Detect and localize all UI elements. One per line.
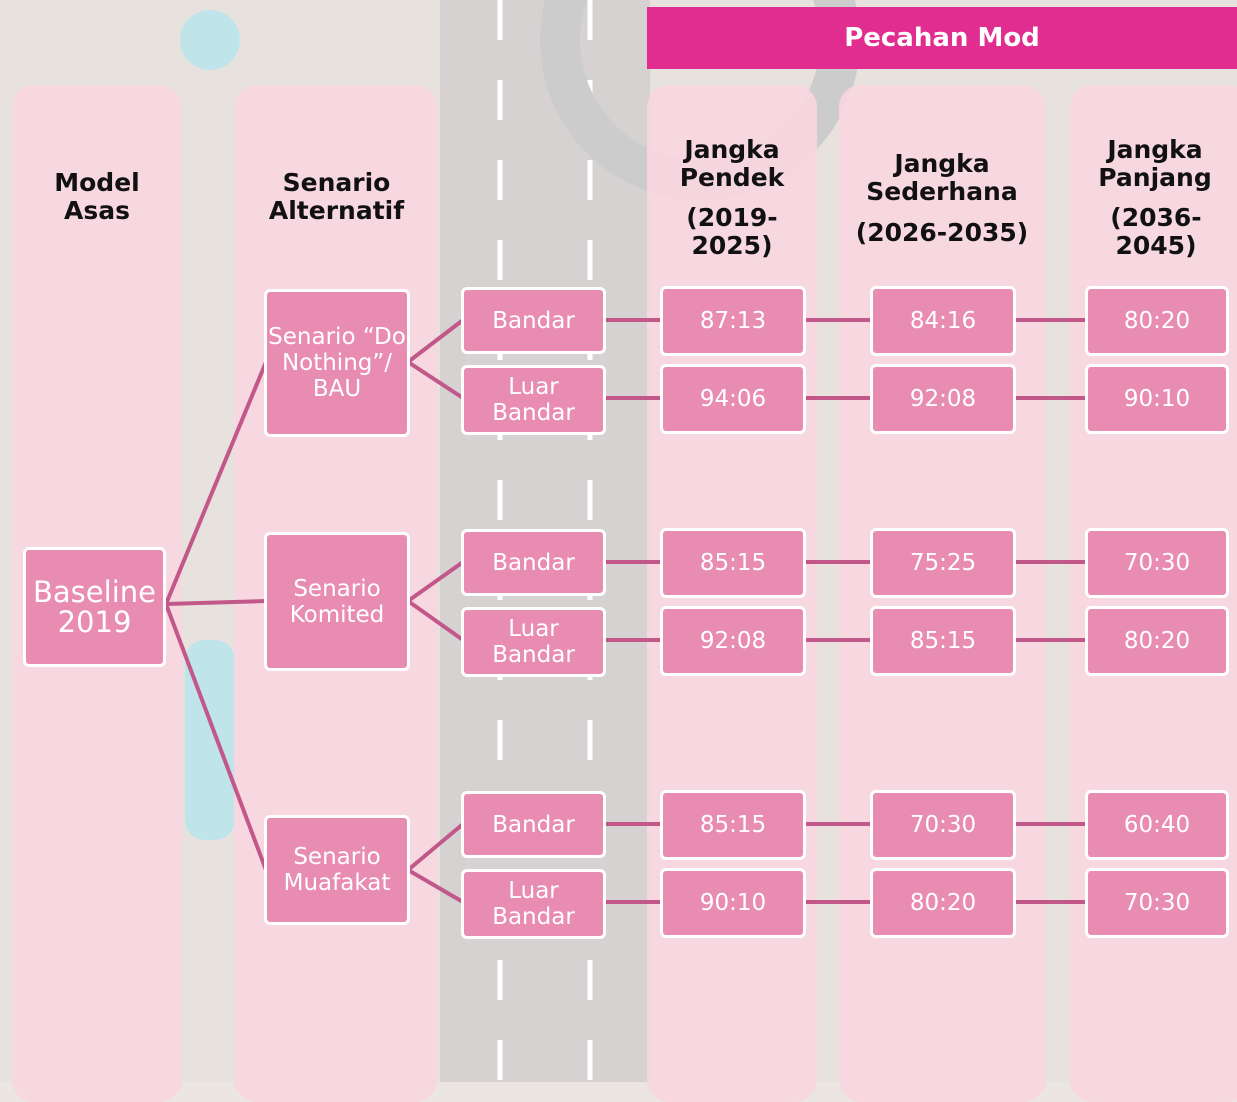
value-box-sederhana: 75:25 (870, 528, 1016, 598)
area-box: Luar Bandar (461, 365, 606, 435)
value-label: 70:30 (909, 812, 977, 838)
value-label: 84:16 (909, 308, 977, 334)
header-model-asas: Model Asas (54, 168, 140, 225)
value-label: 70:30 (1123, 550, 1191, 576)
value-label: 90:10 (1123, 386, 1191, 412)
value-label: 85:15 (699, 550, 767, 576)
area-label: Bandar (492, 307, 575, 334)
years-jangka-sederhana: (2026-2035) (855, 218, 1029, 247)
value-label: 85:15 (699, 812, 767, 838)
value-box-pendek: 85:15 (660, 528, 806, 598)
scenario-label: Senario Muafakat (283, 844, 391, 896)
area-label: Bandar (492, 549, 575, 576)
value-box-sederhana: 70:30 (870, 790, 1016, 860)
pecahan-mod-banner: Pecahan Mod (647, 7, 1237, 69)
value-box-panjang: 80:20 (1085, 286, 1229, 356)
area-box: Luar Bandar (461, 607, 606, 677)
value-label: 60:40 (1123, 812, 1191, 838)
area-label: Bandar (492, 811, 575, 838)
scenario-muafakat: Senario Muafakat (264, 815, 410, 925)
value-box-sederhana: 85:15 (870, 606, 1016, 676)
value-label: 87:13 (699, 308, 767, 334)
value-label: 70:30 (1123, 890, 1191, 916)
value-box-panjang: 60:40 (1085, 790, 1229, 860)
header-jangka-sederhana: Jangka Sederhana (866, 149, 1018, 206)
value-label: 94:06 (699, 386, 767, 412)
area-box: Bandar (461, 791, 606, 858)
scenario-label: Senario “Do Nothing”/ BAU (268, 324, 406, 402)
value-box-pendek: 87:13 (660, 286, 806, 356)
value-box-pendek: 85:15 (660, 790, 806, 860)
value-box-sederhana: 84:16 (870, 286, 1016, 356)
value-box-panjang: 70:30 (1085, 868, 1229, 938)
value-label: 80:20 (909, 890, 977, 916)
value-label: 92:08 (699, 628, 767, 654)
area-label: Luar Bandar (492, 878, 575, 930)
value-box-panjang: 90:10 (1085, 364, 1229, 434)
area-label: Luar Bandar (492, 616, 575, 668)
value-box-pendek: 90:10 (660, 868, 806, 938)
value-box-sederhana: 92:08 (870, 364, 1016, 434)
value-box-pendek: 92:08 (660, 606, 806, 676)
value-label: 80:20 (1123, 308, 1191, 334)
header-jangka-panjang: Jangka Panjang (1098, 135, 1212, 192)
header-jangka-pendek: Jangka Pendek (679, 135, 785, 192)
scenario-do-nothing: Senario “Do Nothing”/ BAU (264, 289, 410, 437)
area-box: Bandar (461, 287, 606, 354)
area-box: Bandar (461, 529, 606, 596)
years-jangka-panjang: (2036-2045) (1110, 203, 1202, 260)
value-box-pendek: 94:06 (660, 364, 806, 434)
header-senario-alternatif: Senario Alternatif (268, 168, 405, 225)
value-label: 75:25 (909, 550, 977, 576)
value-label: 85:15 (909, 628, 977, 654)
scenario-label: Senario Komited (289, 575, 385, 628)
value-box-panjang: 70:30 (1085, 528, 1229, 598)
baseline-label: Baseline 2019 (33, 575, 156, 639)
value-label: 92:08 (909, 386, 977, 412)
area-box: Luar Bandar (461, 869, 606, 939)
value-box-panjang: 80:20 (1085, 606, 1229, 676)
value-label: 90:10 (699, 890, 767, 916)
baseline-box: Baseline 2019 (23, 547, 166, 667)
scenario-komited: Senario Komited (264, 532, 410, 671)
area-label: Luar Bandar (492, 374, 575, 426)
value-label: 80:20 (1123, 628, 1191, 654)
value-box-sederhana: 80:20 (870, 868, 1016, 938)
years-jangka-pendek: (2019-2025) (686, 203, 778, 260)
